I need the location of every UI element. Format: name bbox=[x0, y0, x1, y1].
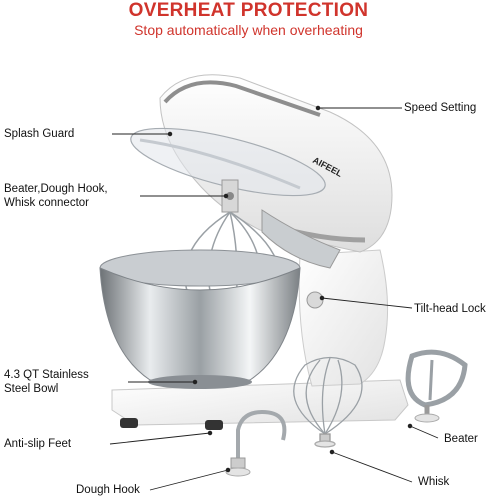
callout-anti-slip-feet: Anti-slip Feet bbox=[4, 438, 72, 450]
whisk-attachment bbox=[293, 356, 363, 448]
callout-bowl-line2: Steel Bowl bbox=[4, 383, 59, 395]
callout-whisk: Whisk bbox=[418, 476, 450, 488]
anti-slip-foot-left bbox=[120, 418, 138, 428]
beater-attachment bbox=[405, 349, 468, 423]
dough-hook-attachment bbox=[225, 409, 287, 477]
mixer-body bbox=[298, 249, 389, 387]
page-subtitle: Stop automatically when overheating bbox=[134, 22, 363, 38]
callout-connector: Beater,Dough Hook, Whisk connector bbox=[4, 182, 139, 210]
anti-slip-foot-middle bbox=[205, 420, 223, 430]
callout-beater: Beater bbox=[444, 433, 478, 445]
callout-dough-hook: Dough Hook bbox=[76, 484, 140, 496]
page-title: OVERHEAT PROTECTION bbox=[128, 0, 369, 21]
callout-bowl-line1: 4.3 QT Stainless bbox=[4, 369, 89, 381]
mixer-base bbox=[111, 379, 409, 430]
callout-bowl: 4.3 QT Stainless Steel Bowl bbox=[4, 368, 124, 396]
callout-connector-line2: Whisk connector bbox=[4, 197, 90, 209]
leader-lines bbox=[109, 105, 439, 491]
callout-splash-guard: Splash Guard bbox=[4, 128, 75, 140]
planetary-hub bbox=[261, 209, 341, 269]
stainless-steel-bowl bbox=[99, 249, 301, 389]
callout-connector-line1: Beater,Dough Hook, bbox=[4, 183, 108, 195]
callout-tilt-head-lock: Tilt-head Lock bbox=[414, 303, 486, 315]
tilt-head-lock-knob bbox=[306, 291, 324, 309]
callout-speed-setting: Speed Setting bbox=[404, 102, 477, 114]
